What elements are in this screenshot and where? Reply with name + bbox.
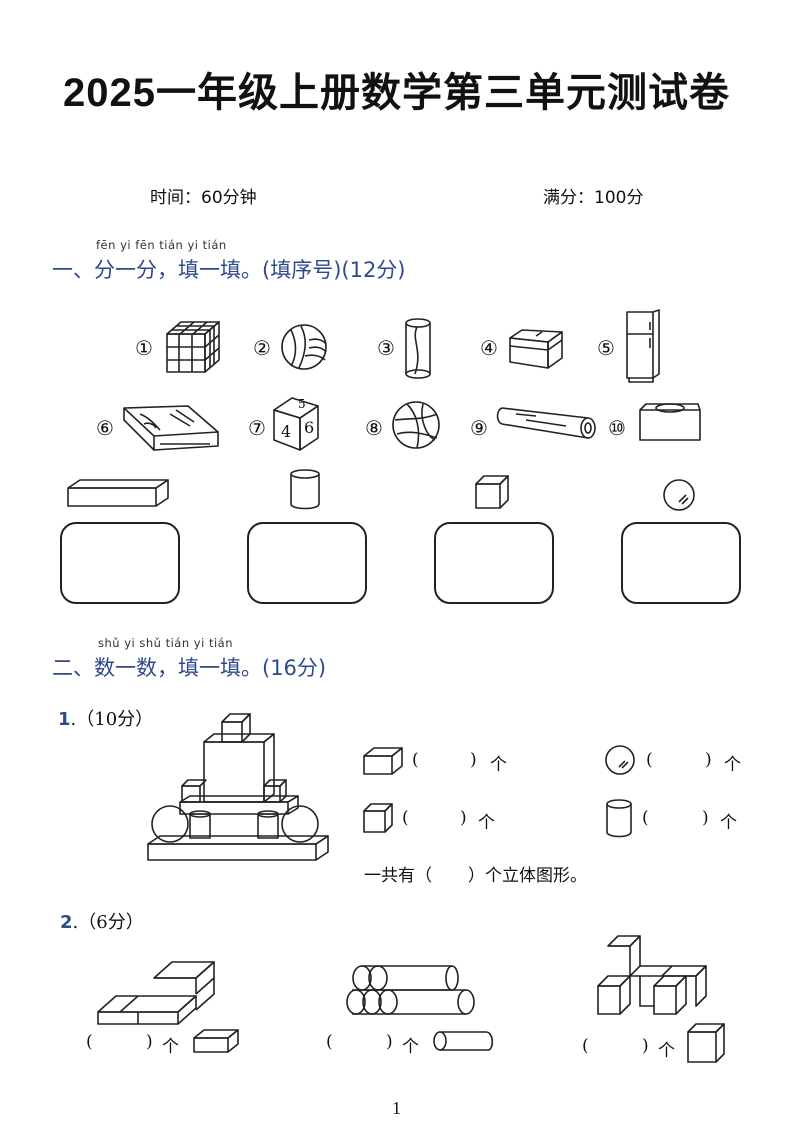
answer-box-cuboid[interactable]	[60, 522, 180, 604]
cylinder-icon	[433, 1031, 494, 1051]
open-paren: (	[642, 808, 649, 828]
cylinder-icon	[290, 469, 320, 510]
cube-icon	[363, 803, 393, 833]
cuboid-icon	[193, 1029, 239, 1053]
answer-box-sphere[interactable]	[621, 522, 741, 604]
unit-label: 个	[402, 1037, 419, 1057]
volleyball-icon	[281, 324, 327, 370]
unit-label: 个	[720, 813, 737, 833]
section2-heading: 二、数一数，填一填。(16分)	[52, 656, 327, 680]
item-number: ①	[135, 336, 153, 360]
count-input-cube[interactable]	[414, 808, 454, 830]
open-paren: (	[402, 808, 409, 828]
section2-pinyin: shǔ yi shǔ tián yi tián	[98, 636, 233, 650]
cuboid-icon	[67, 479, 169, 507]
close-paren: )	[705, 750, 712, 770]
count-input-q2-2[interactable]	[338, 1032, 378, 1054]
close-paren: )	[146, 1032, 153, 1052]
soda-can-icon	[405, 318, 431, 379]
close-paren: )	[470, 750, 477, 770]
question-1-label: 1.（10分）	[58, 709, 154, 730]
item-number: ④	[480, 336, 498, 360]
sphere-icon	[663, 479, 695, 511]
dice-face-right: 6	[304, 418, 315, 437]
item-number: ⑦	[248, 416, 266, 440]
cuboid-icon	[363, 747, 403, 775]
count-input-q2-3[interactable]	[594, 1036, 634, 1058]
refrigerator-icon	[626, 309, 660, 383]
gift-box-icon	[123, 405, 219, 451]
rubiks-cube-icon	[166, 321, 220, 373]
score-label: 满分：100分	[543, 188, 644, 208]
item-number: ⑨	[470, 416, 488, 440]
cuboid-stack-figure	[97, 961, 215, 1025]
log-icon	[496, 407, 596, 439]
unit-label: 个	[162, 1037, 179, 1057]
item-number: ③	[377, 336, 395, 360]
dice-face-left: 4	[281, 422, 292, 441]
question-2-label: 2.（6分）	[60, 912, 144, 933]
close-paren: )	[386, 1032, 393, 1052]
total-suffix: ）个立体图形。	[468, 866, 587, 886]
page-number: 1	[392, 1098, 401, 1118]
cube-stack-figure	[597, 935, 707, 1015]
open-paren: (	[326, 1032, 333, 1052]
time-label: 时间：60分钟	[150, 188, 257, 208]
open-paren: (	[646, 750, 653, 770]
dice-icon	[273, 397, 319, 451]
answer-box-cube[interactable]	[434, 522, 554, 604]
open-paren: (	[412, 750, 419, 770]
unit-label: 个	[478, 813, 495, 833]
count-input-sphere[interactable]	[660, 750, 700, 772]
sphere-icon	[605, 745, 635, 775]
cube-icon	[475, 475, 509, 509]
item-number: ⑩	[608, 416, 626, 440]
unit-label: 个	[724, 755, 741, 775]
count-input-cylinder[interactable]	[656, 808, 696, 830]
close-paren: )	[460, 808, 467, 828]
unit-label: 个	[658, 1041, 675, 1061]
tin-box-icon	[509, 329, 563, 369]
unit-label: 个	[490, 755, 507, 775]
page-title: 2025一年级上册数学第三单元测试卷	[63, 71, 730, 115]
section1-pinyin: fēn yi fēn tián yi tián	[96, 238, 227, 252]
close-paren: )	[642, 1036, 649, 1056]
item-number: ⑥	[96, 416, 114, 440]
tissue-box-icon	[639, 403, 701, 441]
item-number: ⑧	[365, 416, 383, 440]
count-input-cuboid[interactable]	[424, 750, 464, 772]
cube-icon	[687, 1023, 725, 1063]
item-number: ⑤	[597, 336, 615, 360]
total-prefix: 一共有（	[364, 866, 432, 886]
count-input-q2-1[interactable]	[98, 1032, 138, 1054]
dice-face-top: 5	[298, 397, 306, 411]
cylinder-icon	[606, 799, 632, 838]
open-paren: (	[582, 1036, 589, 1056]
total-count-line: 一共有（ ）个立体图形。	[364, 861, 587, 886]
basketball-icon	[392, 401, 440, 449]
close-paren: )	[702, 808, 709, 828]
section1-heading: 一、分一分，填一填。(填序号)(12分)	[52, 258, 406, 282]
item-number: ②	[253, 336, 271, 360]
open-paren: (	[86, 1032, 93, 1052]
answer-box-cylinder[interactable]	[247, 522, 367, 604]
cylinder-stack-figure	[346, 965, 475, 1015]
stacked-shapes-figure	[147, 713, 329, 861]
